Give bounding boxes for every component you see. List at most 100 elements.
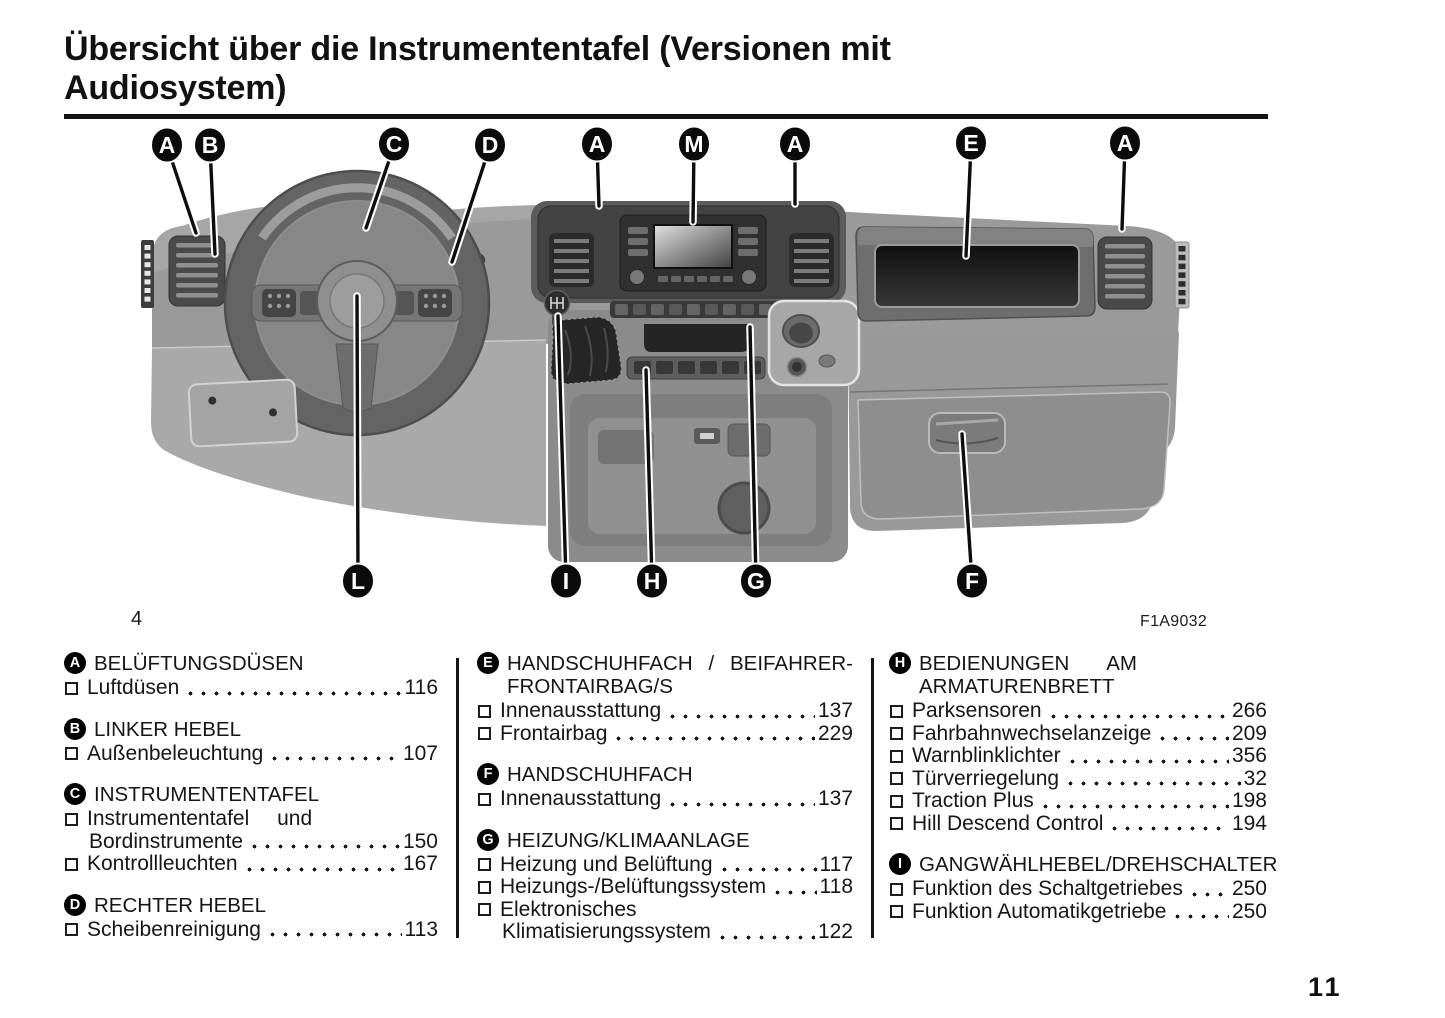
item-label: Hill Descend Control <box>912 811 1104 835</box>
dot-leader <box>616 735 815 742</box>
item-label: Innenausstattung <box>500 699 662 722</box>
figure-callout: A <box>778 125 812 163</box>
square-bullet-icon <box>890 882 903 896</box>
callout-letter-badge: D <box>64 893 86 916</box>
figure-callout: F <box>955 562 989 600</box>
index-section-B: B LINKER HEBEL Außenbeleuchtung 107 <box>64 717 438 766</box>
index-column-3: H BEDIENUNGEN AM ARMATURENBRETT Parksens… <box>889 652 1277 941</box>
item-page: 194 <box>1231 811 1267 835</box>
figure-callout: L <box>341 562 375 600</box>
dot-leader <box>1068 780 1241 787</box>
section-title: HANDSCHUHFACH <box>507 763 693 786</box>
svg-text:M: M <box>684 131 703 157</box>
callout-letter-badge: F <box>477 763 499 785</box>
square-bullet-icon <box>478 792 491 806</box>
index-section-F: F HANDSCHUHFACH Innenausstattung 137 <box>477 763 853 811</box>
square-bullet-icon <box>65 812 78 826</box>
index-item: Funktion Automatikgetriebe 250 <box>889 900 1267 924</box>
index-item: Hill Descend Control 194 <box>889 811 1267 836</box>
figure-callout: A <box>1108 124 1142 162</box>
right-side-vent-strip <box>1174 241 1190 309</box>
center-recess <box>644 324 754 352</box>
dot-leader <box>1175 913 1229 920</box>
index-item: Scheibenreinigung 113 <box>64 918 438 942</box>
section-title: INSTRUMENTENTAFEL <box>94 783 320 806</box>
item-label: Klimatisierungssystem <box>502 920 711 943</box>
item-page: 167 <box>402 852 438 875</box>
item-page: 117 <box>819 852 853 876</box>
index-item: Heizungs-/Belüftungssystem 118 <box>477 875 853 899</box>
item-page: 32 <box>1243 766 1267 790</box>
column-divider <box>871 658 874 938</box>
item-label: Kontrollleuchten <box>87 852 238 875</box>
index-item: Funktion des Schaltgetriebes 250 <box>889 877 1267 901</box>
figure-callout-badges: A B C D A M A E A L I H G F <box>150 124 1142 600</box>
section-title: BEDIENUNGEN AM ARMATURENBRETT <box>919 652 1137 698</box>
item-label: Bordinstrumente <box>89 829 244 853</box>
gear-shifter <box>543 289 622 385</box>
right-air-vent <box>1097 236 1153 310</box>
index-section-D: D RECHTER HEBEL Scheibenreinigung 113 <box>64 893 438 942</box>
index-section-E: E HANDSCHUHFACH / BEIFAHRER-FRONTAIRBAG/… <box>477 652 853 745</box>
dot-leader <box>1191 890 1229 898</box>
square-bullet-icon <box>890 817 903 830</box>
item-page: 107 <box>402 741 438 765</box>
callout-letter-badge: E <box>477 652 499 674</box>
square-bullet-icon <box>65 681 78 695</box>
section-title: GANGWÄHLHEBEL/DREHSCHALTER <box>919 853 1278 876</box>
callout-letter-badge: G <box>477 828 499 851</box>
index-section-G: G HEIZUNG/KLIMAANLAGE Heizung und Belüft… <box>477 828 853 944</box>
index-section-H: H BEDIENUNGEN AM ARMATURENBRETT Parksens… <box>889 652 1267 835</box>
svg-text:D: D <box>482 132 499 158</box>
item-label-line1: Elektronisches <box>500 897 637 921</box>
square-bullet-icon <box>890 704 903 718</box>
figure-callout: C <box>377 125 411 163</box>
item-page: 250 <box>1231 877 1267 900</box>
index-item: Luftdüsen 116 <box>64 676 438 700</box>
callout-letter-badge: A <box>64 652 86 674</box>
item-label: Luftdüsen <box>87 676 180 699</box>
page-number: 11 <box>1308 972 1343 1002</box>
figure-callout: G <box>739 562 773 600</box>
svg-text:E: E <box>963 130 978 156</box>
index-item: Instrumententafel und Bordinstrumente 15… <box>64 807 438 853</box>
figure-callout: H <box>635 562 669 600</box>
fuse-panel <box>187 378 299 448</box>
figure-callout: B <box>193 126 227 164</box>
item-page: 122 <box>817 920 853 943</box>
square-bullet-icon <box>478 727 491 740</box>
figure-callout: A <box>580 125 614 163</box>
index-column-2: E HANDSCHUHFACH / BEIFAHRER-FRONTAIRBAG/… <box>477 652 853 962</box>
figure-callout: M <box>677 125 711 163</box>
dot-leader <box>1160 735 1229 742</box>
callout-letter-badge: C <box>64 783 86 805</box>
section-title: HEIZUNG/KLIMAANLAGE <box>507 828 750 852</box>
center-stack <box>531 201 846 380</box>
item-label: Frontairbag <box>500 721 608 745</box>
lower-console <box>570 394 832 546</box>
svg-text:A: A <box>589 131 606 157</box>
glovebox <box>857 391 1171 520</box>
square-bullet-icon <box>65 923 78 936</box>
cupholder <box>717 481 771 535</box>
console-cupholder-panel <box>767 299 861 387</box>
item-page: 116 <box>404 676 438 699</box>
index-column-1: A BELÜFTUNGSDÜSEN Luftdüsen 116 B LINKER… <box>64 652 438 959</box>
index-item: Fahrbahnwechselanzeige 209 <box>889 721 1267 746</box>
item-page: 198 <box>1231 789 1267 812</box>
section-title: RECHTER HEBEL <box>94 893 267 917</box>
square-bullet-icon <box>890 749 903 763</box>
dot-leader <box>670 800 815 808</box>
item-page: 118 <box>819 875 853 898</box>
item-page: 229 <box>817 721 853 745</box>
figure-number: 4 <box>131 608 143 630</box>
dot-leader <box>1050 712 1229 720</box>
index-item: Frontairbag 229 <box>477 721 853 746</box>
item-page: 150 <box>402 829 438 853</box>
radio-screen <box>653 224 733 269</box>
dot-leader <box>1112 825 1229 832</box>
item-label: Fahrbahnwechselanzeige <box>912 721 1152 745</box>
svg-text:A: A <box>787 131 804 157</box>
index-item: Außenbeleuchtung 107 <box>64 741 438 766</box>
